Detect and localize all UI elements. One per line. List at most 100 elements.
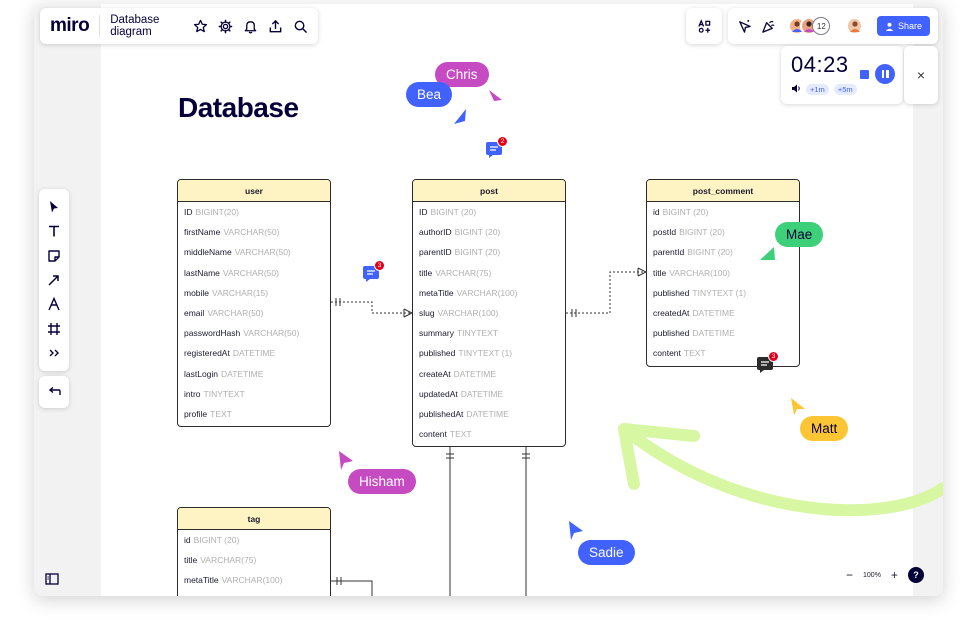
volume-icon[interactable] [791, 80, 801, 98]
more-tools-button[interactable] [45, 344, 63, 362]
field-type: TINYTEXT (1) [458, 348, 513, 359]
field-type: BIGINT (20) [430, 207, 477, 218]
board-title[interactable]: Database diagram [110, 14, 160, 38]
field-name: createdAt [653, 308, 690, 319]
upload-icon[interactable] [268, 17, 283, 35]
text-tool[interactable] [45, 222, 63, 240]
field-type: DATETIME [692, 328, 735, 339]
reactions-icon[interactable] [736, 17, 752, 35]
comment-icon [363, 266, 379, 282]
zoom-in-button[interactable]: + [890, 568, 898, 582]
connector-tool[interactable] [45, 271, 63, 289]
zoom-level[interactable]: 100% [863, 571, 881, 579]
comment-post-comment-bottom[interactable]: 3 [756, 351, 779, 374]
field-type: DATETIME [221, 368, 264, 379]
sidebar-toggle[interactable] [40, 567, 64, 591]
collaborator-avatars[interactable]: 12 [788, 17, 831, 35]
frame-tool[interactable] [45, 320, 63, 338]
apps-button[interactable] [686, 8, 722, 44]
field-name: published [653, 328, 690, 339]
stop-icon[interactable] [860, 69, 869, 79]
pen-tool[interactable] [45, 295, 63, 313]
sticky-note-tool[interactable] [45, 247, 63, 265]
field-name: firstName [184, 227, 221, 238]
comment-user-side[interactable]: 3 [362, 260, 385, 283]
search-icon[interactable] [293, 17, 308, 35]
collaborator-count[interactable]: 12 [812, 17, 831, 35]
person-icon [804, 21, 815, 32]
bell-icon[interactable] [243, 17, 258, 35]
table-user-header: user [178, 180, 330, 202]
share-button[interactable]: Share [876, 16, 930, 36]
person-icon [792, 21, 803, 32]
star-icon[interactable] [193, 17, 208, 35]
select-tool[interactable] [45, 198, 63, 216]
celebrate-icon[interactable] [760, 17, 776, 35]
field-type: BIGINT (20) [454, 247, 501, 258]
timer-controls-row: +1m +5m [791, 80, 857, 98]
frame-icon [48, 322, 60, 335]
comment-post-top[interactable]: 2 [485, 136, 508, 159]
table-post-comment-header: post_comment [647, 180, 799, 202]
gear-icon[interactable] [218, 17, 233, 35]
pause-icon[interactable] [875, 64, 895, 84]
zoom-out-button[interactable]: − [846, 568, 854, 582]
current-user-avatar[interactable] [846, 17, 863, 35]
field-type: TEXT [683, 348, 706, 359]
undo-button[interactable] [39, 376, 69, 408]
field-type: VARCHAR(50) [207, 308, 264, 319]
field-type: VARCHAR(15) [212, 287, 269, 298]
field-type: VARCHAR(50) [243, 328, 300, 339]
share-label: Share [897, 21, 922, 31]
timer-close-button[interactable]: × [904, 46, 938, 104]
miro-logo[interactable]: miro [50, 15, 101, 37]
field-name: profile [184, 408, 208, 419]
connector-user-post [331, 301, 412, 314]
board-header: miro Database diagram [40, 8, 318, 44]
timer-add-5m-button[interactable]: +5m [833, 83, 857, 95]
timer-add-1m-button[interactable]: +1m [806, 83, 829, 95]
field-name: content [419, 429, 447, 440]
help-button[interactable]: ? [907, 567, 924, 583]
field-type: VARCHAR(75) [435, 267, 492, 278]
